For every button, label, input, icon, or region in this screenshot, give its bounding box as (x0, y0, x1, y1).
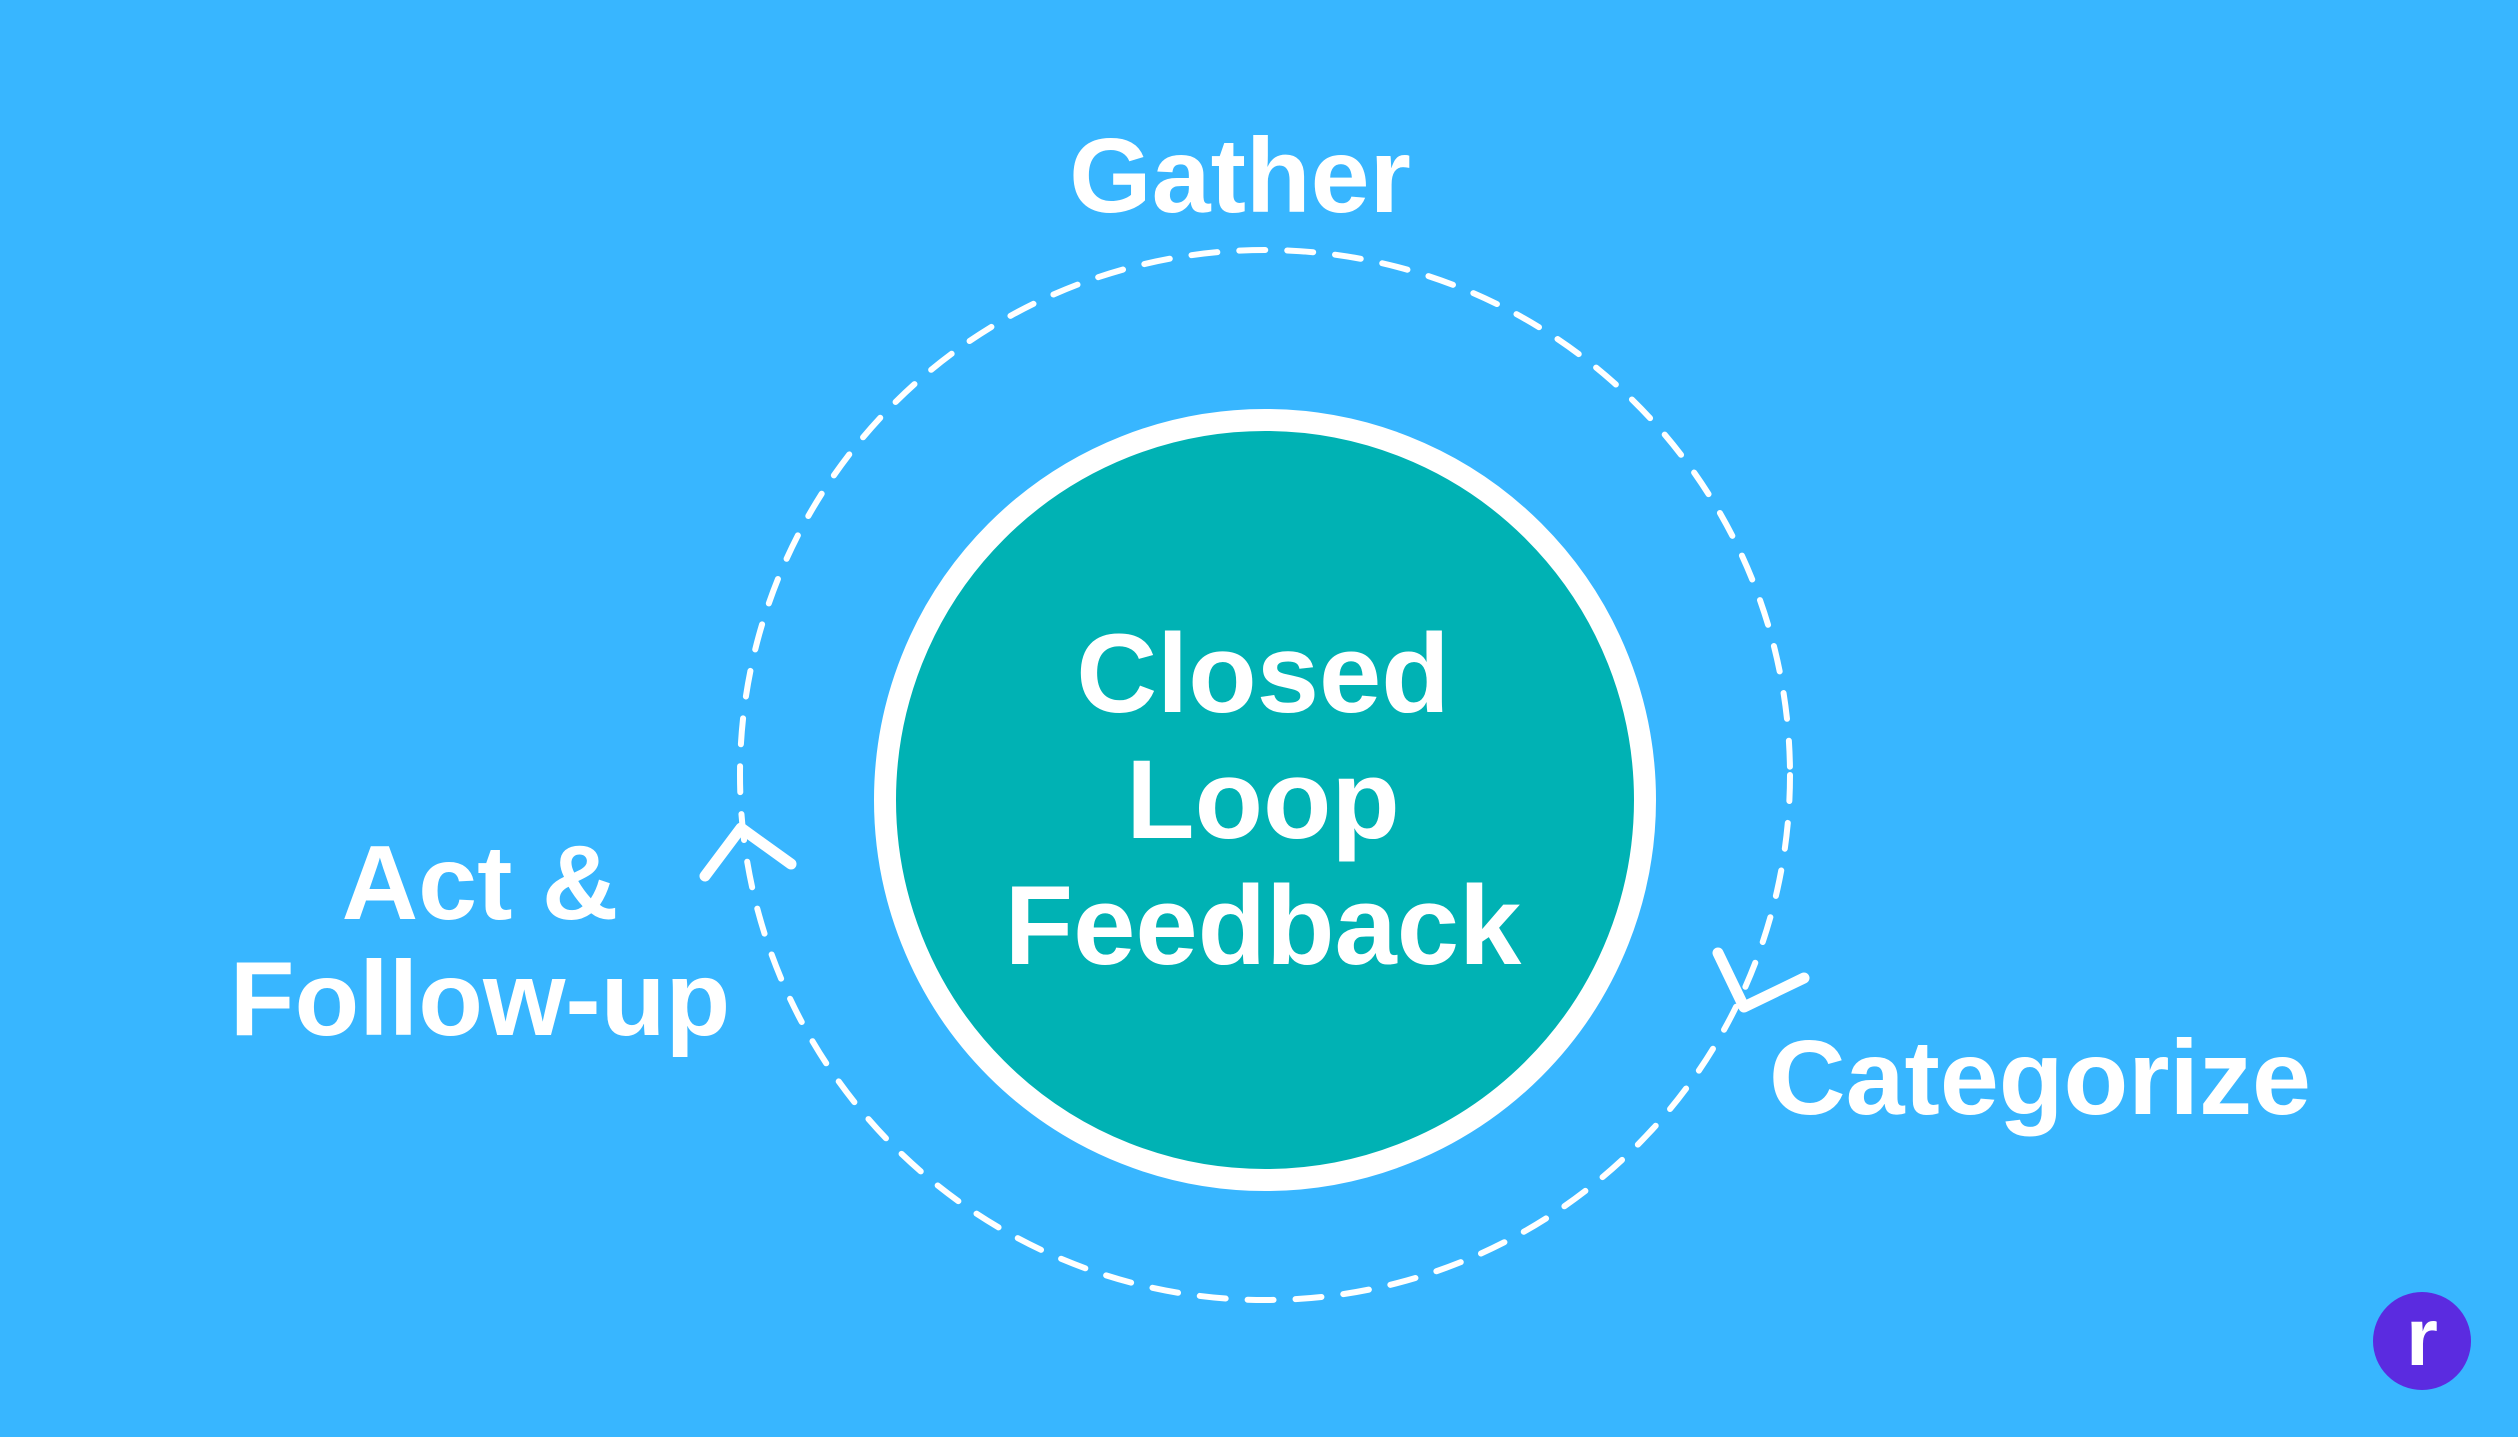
brand-logo: r (2373, 1292, 2471, 1390)
stage-label-categorize: Categorize (1769, 1019, 2311, 1137)
arrowhead-categorize-icon (1712, 947, 1810, 1013)
stage-label-line: Follow-up (229, 940, 731, 1058)
brand-logo-letter: r (2406, 1292, 2438, 1383)
arrowhead-act-icon (699, 822, 797, 882)
center-circle (874, 409, 1656, 1191)
stage-label-gather: Gather (1069, 117, 1411, 235)
dashed-cycle-ring (737, 247, 1793, 1303)
stage-label-act-follow-up: Act & Follow-up (170, 825, 790, 1057)
center-label-line: Feedback (1004, 863, 1522, 988)
center-label-line: Loop (1126, 737, 1400, 862)
stage-label-line: Act & (341, 824, 619, 942)
center-label: Closed Loop Feedback (1005, 600, 1522, 1000)
center-label-line: Closed (1076, 611, 1450, 736)
